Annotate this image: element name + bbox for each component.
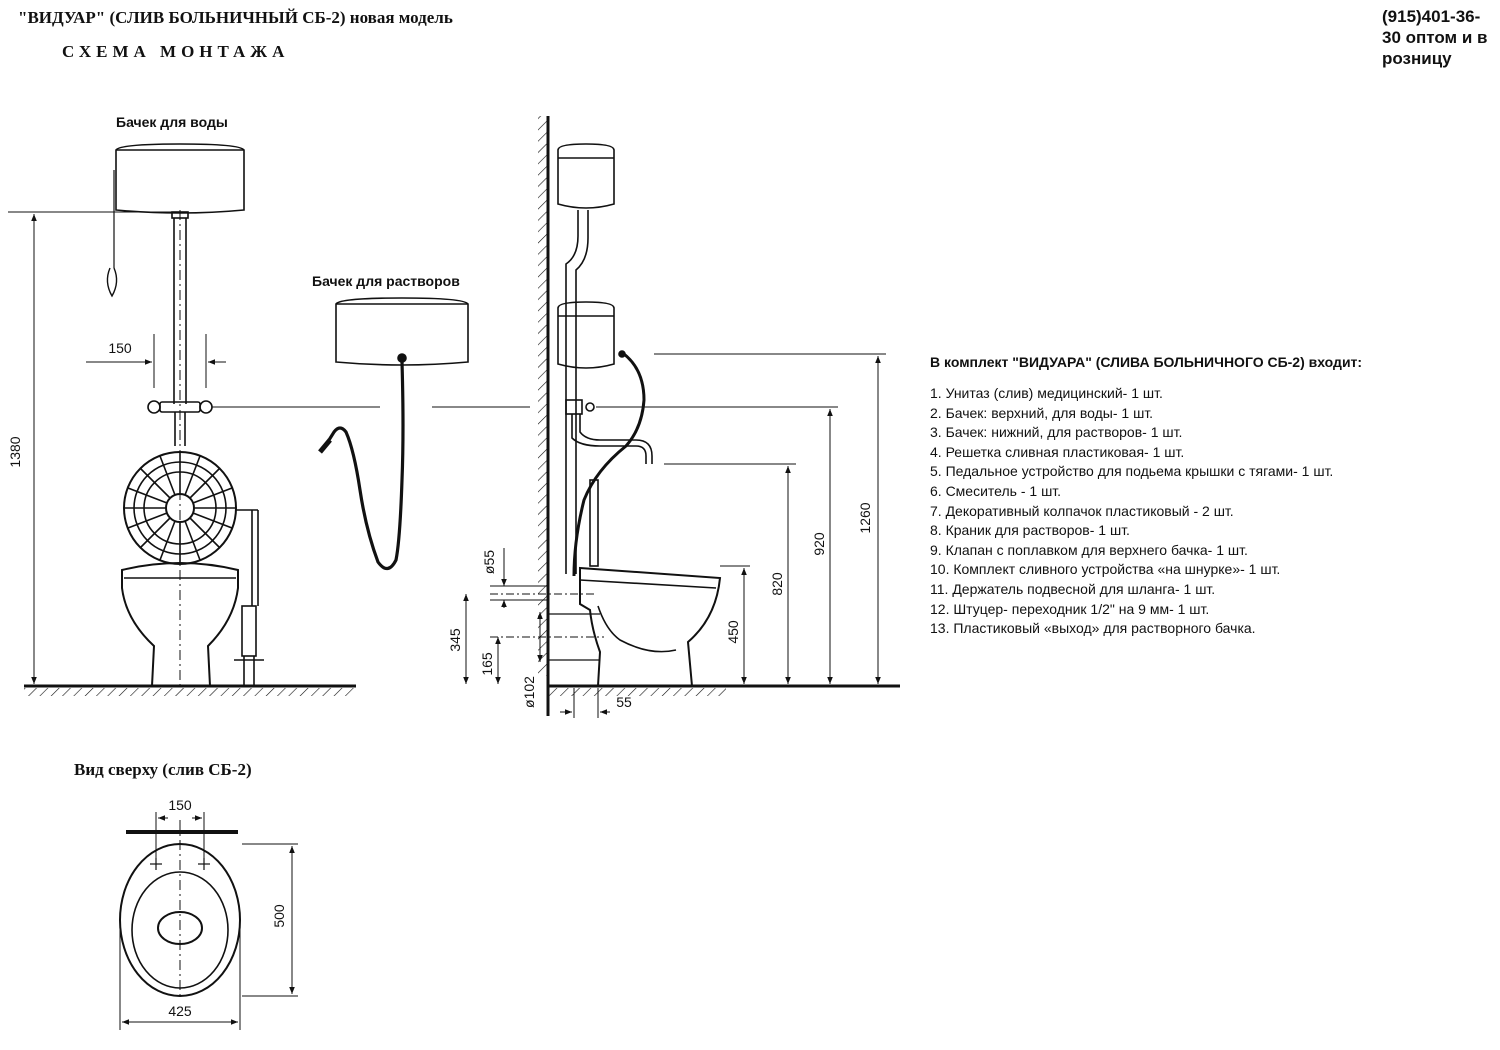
- page-subtitle: СХЕМА МОНТАЖА: [62, 42, 290, 61]
- wall-hatch: [538, 116, 548, 676]
- top-dim-500-label: 500: [271, 904, 287, 928]
- list-item: 4. Решетка сливная пластиковая- 1 шт.: [930, 443, 1185, 460]
- dim-165-label: 165: [479, 652, 495, 676]
- water-tank: [115, 143, 245, 219]
- list-item: 12. Штуцер- переходник 1/2" на 9 мм- 1 ш…: [930, 600, 1210, 617]
- top-bolt-right: [198, 858, 210, 870]
- list-item: 8. Краник для растворов- 1 шт.: [930, 522, 1130, 539]
- side-toilet-bowl: [579, 566, 722, 687]
- side-water-tank: [557, 143, 615, 209]
- side-floor-hatch: [548, 688, 726, 696]
- side-hose: [572, 352, 646, 577]
- front-floor-hatch: [24, 688, 356, 696]
- drain-grille: [123, 451, 237, 565]
- list-item: 5. Педальное устройство для подьема крыш…: [930, 463, 1334, 480]
- list-item: 3. Бачек: нижний, для растворов- 1 шт.: [930, 424, 1183, 441]
- dim-d102-label: ø102: [521, 676, 537, 708]
- solution-tank: [335, 297, 469, 366]
- list-item: 7. Декоративный колпачок пластиковый - 2…: [930, 502, 1234, 519]
- top-dim-425-label: 425: [168, 1003, 192, 1019]
- dim-450-label: 450: [725, 620, 741, 644]
- list-item: 13. Пластиковый «выход» для растворного …: [930, 620, 1256, 637]
- top-view: [119, 812, 298, 1030]
- kit-title: В комплект "ВИДУАРА" (СЛИВА БОЛЬНИЧНОГО …: [930, 354, 1363, 370]
- list-item: 6. Смеситель - 1 шт.: [930, 482, 1062, 499]
- list-item: 10. Комплект сливного устройства «на шну…: [930, 561, 1281, 578]
- dim-345-label: 345: [447, 628, 463, 652]
- hose-nozzle: [318, 438, 332, 454]
- dim-1260-label: 1260: [857, 502, 873, 533]
- dim-150-label: 150: [108, 340, 132, 356]
- side-flush-pipe-b: [575, 210, 589, 574]
- lid-rod: [589, 479, 599, 567]
- dim-920-label: 920: [811, 532, 827, 556]
- solution-hose: [322, 361, 405, 571]
- dim-55-label: 55: [616, 694, 632, 710]
- water-tank-label: Бачек для воды: [116, 114, 228, 130]
- list-item: 1. Унитаз (слив) медицинский- 1 шт.: [930, 385, 1163, 401]
- pull-handle: [106, 267, 118, 298]
- list-item: 11. Держатель подвесной для шланга- 1 шт…: [930, 580, 1216, 597]
- list-item: 2. Бачек: верхний, для воды- 1 шт.: [930, 404, 1154, 421]
- page-title: "ВИДУАР" (СЛИВ БОЛЬНИЧНЫЙ СБ-2) новая мо…: [18, 8, 453, 27]
- top-dim-150-label: 150: [168, 797, 192, 813]
- side-mixer: [565, 399, 653, 464]
- pedal-device: [234, 509, 264, 686]
- front-view: [8, 143, 530, 696]
- side-flush-pipe-a: [565, 210, 579, 574]
- phone-contact: (915)401-36-30 оптом и в розницу: [1382, 7, 1488, 68]
- dim-d55-label: ø55: [481, 550, 497, 574]
- top-bolt-left: [150, 858, 162, 870]
- side-solution-tank: [557, 301, 626, 369]
- solution-tank-assembly: [318, 297, 469, 571]
- kit-contents: В комплект "ВИДУАРА" (СЛИВА БОЛЬНИЧНОГО …: [930, 354, 1490, 639]
- side-view: [463, 116, 900, 718]
- solution-tank-label: Бачек для растворов: [312, 273, 460, 289]
- dim-820-label: 820: [769, 572, 785, 596]
- top-view-title: Вид сверху (слив СБ-2): [74, 760, 252, 779]
- kit-list: 1. Унитаз (слив) медицинский- 1 шт. 2. Б…: [930, 384, 1490, 639]
- list-item: 9. Клапан с поплавком для верхнего бачка…: [930, 541, 1248, 558]
- dim-1380-label: 1380: [7, 436, 23, 467]
